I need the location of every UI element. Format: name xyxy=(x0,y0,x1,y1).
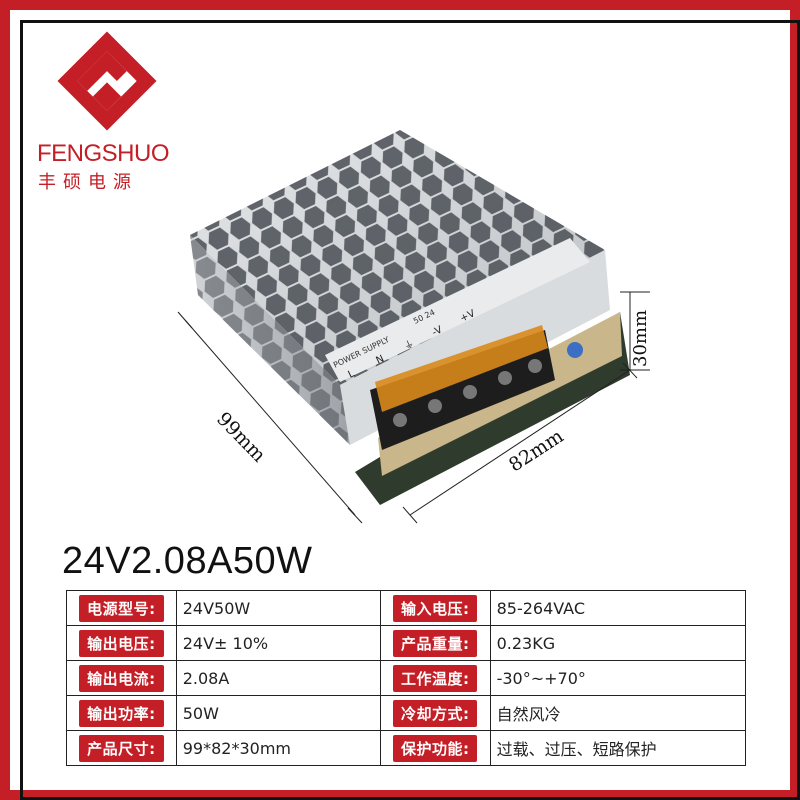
brand-logo xyxy=(34,26,174,136)
brand-name-cn: 丰硕电源 xyxy=(38,172,138,193)
spec-value-weight: 0.23KG xyxy=(489,625,747,661)
spec-value-output-power: 50W xyxy=(175,695,381,731)
spec-key-output-current: 输出电流: xyxy=(79,664,164,692)
dimension-height-label: 30mm xyxy=(630,309,651,367)
terminal-label-ground: ⏚ xyxy=(402,338,416,353)
spec-row: 输出功率: 50W 冷却方式: 自然风冷 xyxy=(66,695,747,731)
spec-value-cooling: 自然风冷 xyxy=(489,695,747,731)
spec-row: 产品尺寸: 99*82*30mm 保护功能: 过载、过压、短路保护 xyxy=(66,730,747,766)
spec-key-protection: 保护功能: xyxy=(392,734,478,762)
spec-row: 电源型号: 24V50W 输入电压: 85-264VAC xyxy=(66,590,747,626)
spec-key-cell: 输出功率: xyxy=(66,695,177,731)
spec-key-cell: 输出电流: xyxy=(66,660,177,696)
spec-value-protection: 过载、过压、短路保护 xyxy=(489,730,747,766)
spec-value-operating-temp: -30°~+70° xyxy=(489,660,747,696)
spec-value-output-current: 2.08A xyxy=(175,660,381,696)
spec-key-model: 电源型号: xyxy=(79,594,164,622)
spec-key-weight: 产品重量: xyxy=(392,629,478,657)
spec-key-input-voltage: 输入电压: xyxy=(392,594,478,622)
spec-row: 输出电压: 24V± 10% 产品重量: 0.23KG xyxy=(66,625,747,661)
terminal-label-l: L xyxy=(346,368,356,381)
spec-value-output-voltage: 24V± 10% xyxy=(175,625,381,661)
spec-key-cell: 保护功能: xyxy=(379,730,491,766)
spec-key-cell: 工作温度: xyxy=(379,660,491,696)
product-card-inner-border xyxy=(20,20,800,800)
fengshuo-logo-icon xyxy=(57,31,157,131)
terminal-label-n: N xyxy=(374,354,386,367)
spec-key-output-power: 输出功率: xyxy=(79,699,164,727)
spec-key-cell: 冷却方式: xyxy=(379,695,491,731)
spec-key-cell: 产品尺寸: xyxy=(66,730,177,766)
spec-key-output-voltage: 输出电压: xyxy=(79,629,164,657)
spec-key-cooling: 冷却方式: xyxy=(392,699,478,727)
spec-key-cell: 输入电压: xyxy=(379,590,491,626)
spec-row: 输出电流: 2.08A 工作温度: -30°~+70° xyxy=(66,660,747,696)
spec-key-operating-temp: 工作温度: xyxy=(392,664,478,692)
spec-value-input-voltage: 85-264VAC xyxy=(489,590,747,626)
terminal-label-minus-v: -V xyxy=(430,324,444,338)
spec-value-dimensions: 99*82*30mm xyxy=(175,730,381,766)
spec-key-dimensions: 产品尺寸: xyxy=(79,734,164,762)
spec-table: 电源型号: 24V50W 输入电压: 85-264VAC 输出电压: 24V± … xyxy=(66,590,747,766)
spec-key-cell: 电源型号: xyxy=(66,590,177,626)
brand-name-en: FENGSHUO xyxy=(37,140,170,167)
model-title: 24V2.08A50W xyxy=(62,540,313,582)
spec-key-cell: 输出电压: xyxy=(66,625,177,661)
spec-value-model: 24V50W xyxy=(175,590,381,626)
spec-key-cell: 产品重量: xyxy=(379,625,491,661)
power-supply-product-icon: POWER SUPPLY 50 24 L N ⏚ -V +V xyxy=(177,130,650,524)
